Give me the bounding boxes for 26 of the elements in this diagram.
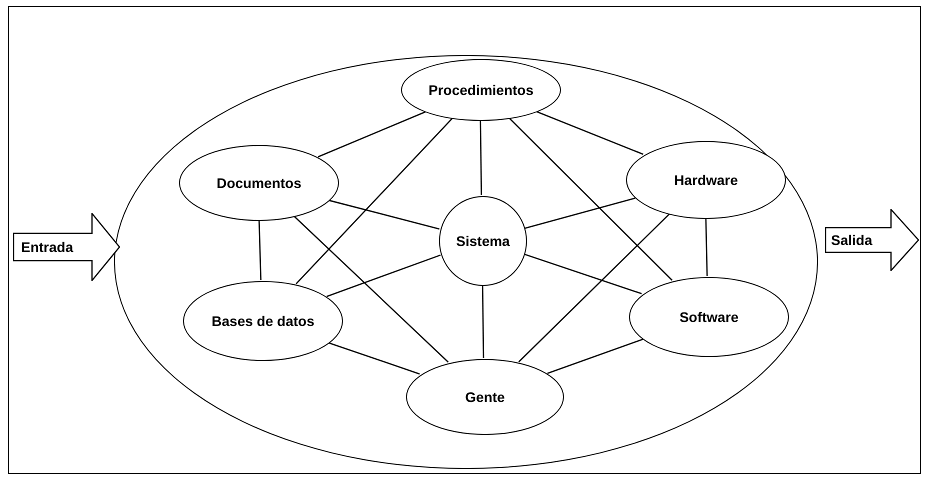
arrow-label: Salida — [831, 232, 872, 248]
node-label: Documentos — [216, 175, 302, 191]
connector-line — [535, 110, 644, 155]
connector-line — [518, 213, 670, 362]
connector-line — [482, 284, 484, 358]
node-label: Bases de datos — [212, 313, 314, 329]
connector-line — [328, 342, 420, 375]
connector-line — [328, 200, 440, 230]
node-label: Software — [679, 309, 739, 325]
connector-line — [326, 254, 441, 298]
connector-line — [547, 338, 644, 374]
node-label: Gente — [465, 389, 505, 405]
connector-line — [508, 117, 673, 281]
node-label: Sistema — [456, 233, 510, 249]
arrow-label: Entrada — [21, 239, 74, 255]
node-label: Hardware — [674, 172, 738, 188]
system-ellipse — [114, 55, 818, 469]
connector-line — [318, 111, 426, 158]
connector-line — [524, 197, 636, 229]
connector-line — [296, 118, 453, 284]
connector-line — [524, 253, 642, 294]
connector-line — [258, 220, 262, 280]
connector-line — [293, 216, 449, 363]
connector-line — [705, 218, 708, 276]
node-label: Procedimientos — [428, 82, 534, 98]
connector-line — [480, 120, 482, 196]
